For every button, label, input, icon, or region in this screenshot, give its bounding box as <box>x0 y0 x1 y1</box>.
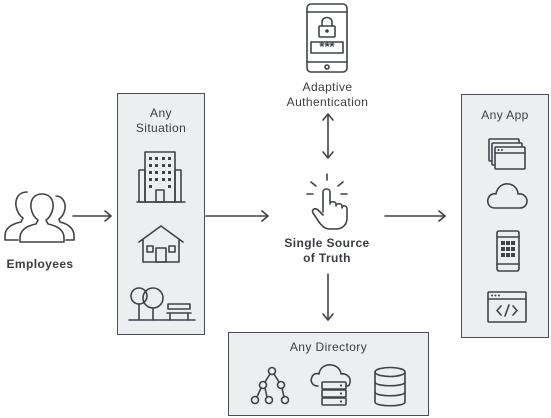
directory-label: Any Directory <box>289 340 368 354</box>
browser-windows-icon <box>488 138 526 170</box>
hub-label-line1: Single Source <box>284 236 370 250</box>
password-mask: *** <box>319 39 335 54</box>
app-panel <box>461 94 549 338</box>
touch-hand-icon <box>306 173 348 230</box>
situation-label-line2: Situation <box>135 121 187 135</box>
employees-label: Employees <box>6 257 74 271</box>
arrow-employees-to-situation <box>72 210 112 222</box>
auth-label: Adaptive Authentication <box>255 80 400 110</box>
arrow-hub-to-app <box>384 210 446 222</box>
park-bench-icon <box>128 287 196 321</box>
house-icon <box>138 225 184 263</box>
office-building-icon <box>136 151 186 203</box>
auth-label-line2: Authentication <box>286 95 369 109</box>
arrow-auth-to-hub <box>322 113 334 159</box>
auth-label-line1: Adaptive <box>302 80 353 94</box>
hub-label-line2: of Truth <box>303 251 351 265</box>
arrow-hub-to-directory <box>322 273 334 321</box>
locked-phone-icon <box>306 3 348 73</box>
situation-label: Any Situation <box>117 106 205 136</box>
directory-panel <box>228 332 429 416</box>
cloud-icon <box>486 183 528 209</box>
hub-label: Single Source of Truth <box>262 236 392 266</box>
hierarchy-tree-icon <box>250 366 290 405</box>
app-label: Any App <box>481 108 529 122</box>
database-icon <box>374 366 406 407</box>
situation-label-line1: Any <box>150 106 172 120</box>
employees-group-icon <box>4 191 75 243</box>
cloud-server-icon <box>310 364 351 406</box>
arrow-situation-to-hub <box>205 210 269 222</box>
mobile-app-grid-icon <box>496 230 520 272</box>
code-window-icon <box>487 291 527 323</box>
